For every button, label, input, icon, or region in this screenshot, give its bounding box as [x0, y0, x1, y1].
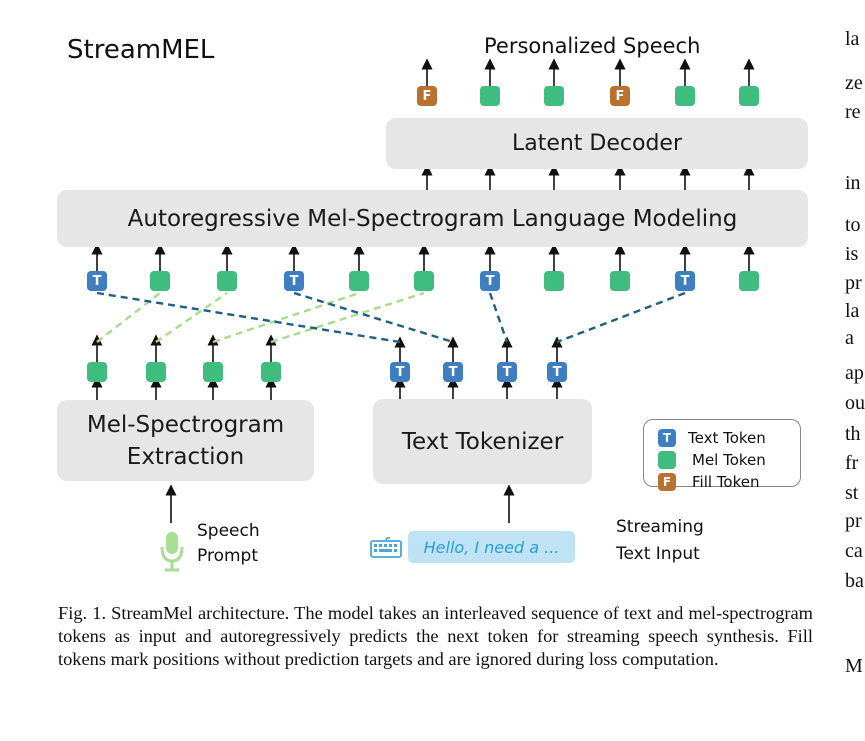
speech-prompt-line2: Prompt [197, 546, 258, 566]
lm-input-token: T [87, 271, 107, 291]
mel-extraction-block: Mel-Spectrogram Extraction [57, 400, 314, 481]
lm-input-token [349, 271, 369, 291]
tokenizer-output-token: T [443, 362, 463, 382]
streaming-text-input-label: Streaming Text Input [616, 514, 704, 568]
output-label: Personalized Speech [484, 34, 701, 58]
legend-mel-token: Mel Token [658, 450, 766, 470]
adjacent-column-line: ba [845, 570, 864, 592]
mel-link [155, 292, 228, 343]
mel-extracted-token [261, 362, 281, 382]
legend: T Text Token Mel Token F Fill Token [643, 419, 801, 491]
legend-text-token: T Text Token [658, 428, 766, 448]
text-link [556, 291, 686, 344]
speech-prompt-line1: Speech [197, 521, 260, 541]
text-link [488, 292, 509, 343]
decoder-output-token [675, 86, 695, 106]
adjacent-column-line: pr [845, 272, 862, 294]
figure-caption: Fig. 1. StreamMel architecture. The mode… [58, 603, 813, 669]
decoder-output-token: F [610, 86, 630, 106]
adjacent-column-line: re [845, 101, 861, 123]
text-link [293, 291, 454, 344]
tokenizer-output-token: T [547, 362, 567, 382]
language-model-label: Autoregressive Mel-Spectrogram Language … [127, 205, 738, 232]
adjacent-column-line: to [845, 214, 861, 236]
mel-extracted-token [146, 362, 166, 382]
lm-input-token [739, 271, 759, 291]
lm-input-token: T [480, 271, 500, 291]
lm-input-token [217, 271, 237, 291]
lm-input-token [610, 271, 630, 291]
legend-text-token-label: Text Token [688, 429, 766, 447]
latent-decoder-label: Latent Decoder [511, 131, 683, 156]
text-link [96, 291, 401, 344]
language-model-block: Autoregressive Mel-Spectrogram Language … [57, 190, 808, 247]
lm-input-token: T [284, 271, 304, 291]
decoder-output-token [739, 86, 759, 106]
text-input-example: Hello, I need a ... [408, 531, 575, 563]
adjacent-column-line: in [845, 172, 861, 194]
lm-input-token [150, 271, 170, 291]
speech-prompt-label: Speech Prompt [197, 519, 260, 569]
mel-extraction-label-line2: Extraction [126, 443, 245, 470]
mel-link [96, 292, 161, 343]
adjacent-column-line: ap [845, 362, 864, 384]
mel-link [212, 291, 360, 344]
adjacent-column-line: st [845, 482, 859, 504]
adjacent-column-line: fr [845, 452, 859, 474]
text-tokenizer-block: Text Tokenizer [373, 399, 592, 484]
adjacent-column-line: M [845, 655, 863, 677]
adjacent-column-line: pr [845, 510, 862, 532]
microphone-icon [160, 532, 184, 572]
lm-input-token [414, 271, 434, 291]
decoder-output-token [544, 86, 564, 106]
adjacent-column-line: la [845, 28, 860, 50]
legend-fill-token: F Fill Token [658, 472, 760, 492]
diagram-connections [91, 58, 755, 523]
lm-input-token: T [675, 271, 695, 291]
legend-text-token-swatch: T [658, 429, 676, 447]
streaming-line1: Streaming [616, 517, 704, 537]
streaming-line2: Text Input [616, 544, 700, 564]
adjacent-column-line: ca [845, 540, 863, 562]
legend-fill-token-swatch: F [658, 473, 676, 491]
mel-extraction-label-line1: Mel-Spectrogram [86, 411, 285, 438]
tokenizer-output-token: T [390, 362, 410, 382]
adjacent-column-line: la [845, 300, 860, 322]
diagram-title: StreamMEL [67, 35, 215, 65]
text-tokenizer-label: Text Tokenizer [401, 428, 564, 455]
mel-extracted-token [87, 362, 107, 382]
adjacent-column-line: ze [845, 72, 863, 94]
mel-link [270, 291, 425, 344]
latent-decoder-block: Latent Decoder [386, 118, 808, 169]
keyboard-icon [370, 537, 402, 558]
decoder-output-token [480, 86, 500, 106]
decoder-output-token: F [417, 86, 437, 106]
lm-input-token [544, 271, 564, 291]
legend-mel-token-label: Mel Token [692, 451, 766, 469]
adjacent-column-line: a [845, 327, 854, 349]
adjacent-column-line: ou [845, 392, 865, 414]
tokenizer-output-token: T [497, 362, 517, 382]
legend-mel-token-swatch [658, 451, 676, 469]
adjacent-column-line: th [845, 423, 861, 445]
legend-fill-token-label: Fill Token [692, 473, 760, 491]
mel-extracted-token [203, 362, 223, 382]
adjacent-column-line: is [845, 243, 859, 265]
